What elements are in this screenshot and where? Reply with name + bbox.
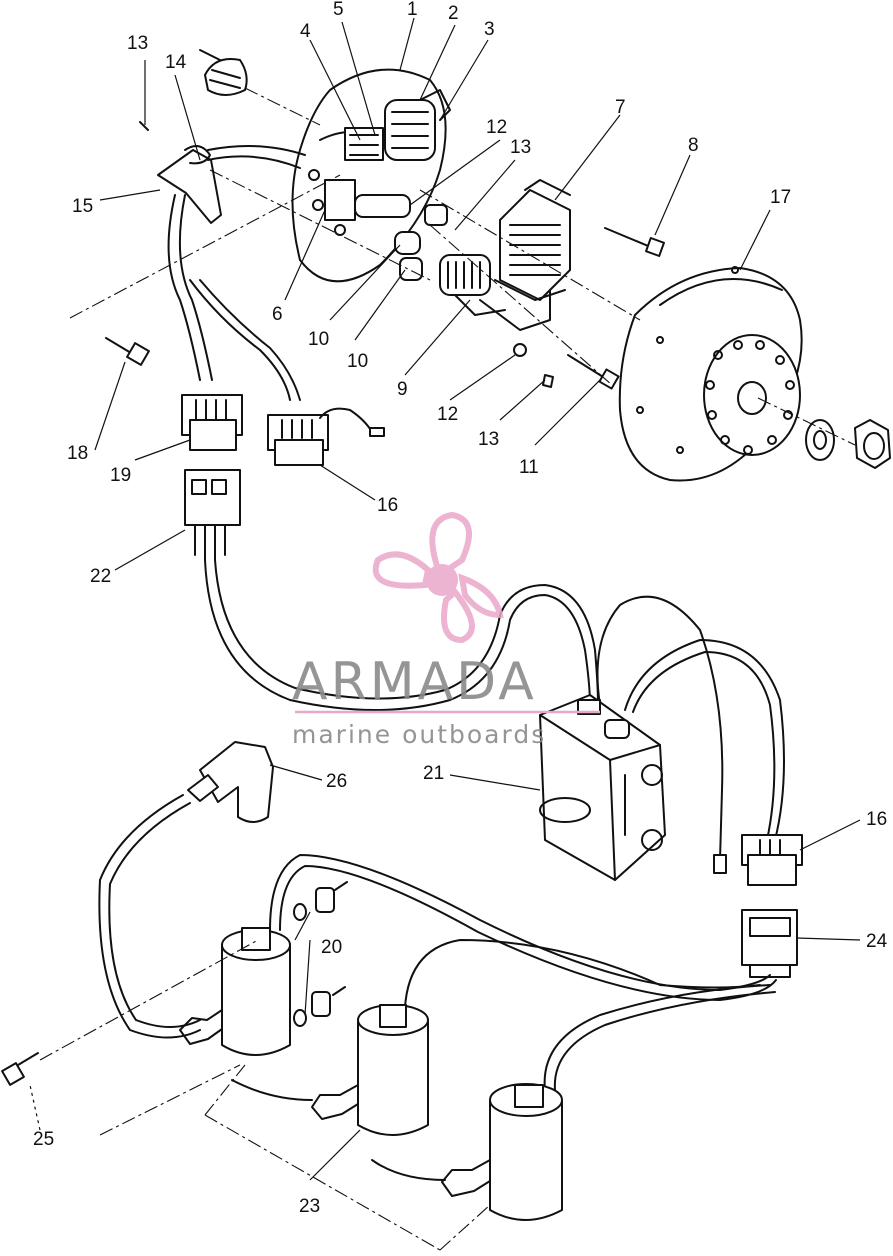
callout-2: 2 — [448, 3, 459, 24]
callout-14: 14 — [165, 52, 187, 73]
spark-plug-cap — [98, 741, 274, 1039]
pickup-block — [344, 127, 384, 161]
alignment-lines — [39, 87, 856, 1251]
wire-clamp — [157, 145, 222, 224]
callout-8: 8 — [688, 135, 699, 156]
callout-9: 9 — [397, 379, 408, 400]
leader-lines — [29, 17, 861, 1181]
callout-7: 7 — [615, 97, 626, 118]
ignition-coil-1 — [179, 927, 291, 1056]
callout-13-c: 13 — [478, 429, 500, 450]
armada-watermark-name: ARMADA — [292, 652, 537, 712]
flywheel — [618, 266, 803, 482]
coil-bracket — [479, 289, 551, 331]
stator-lead-b — [167, 194, 201, 381]
callout-1: 1 — [407, 0, 418, 20]
callout-18: 18 — [67, 443, 89, 464]
callout-6: 6 — [272, 304, 283, 325]
callout-4: 4 — [300, 21, 311, 42]
callout-10-a: 10 — [308, 329, 330, 350]
exciter-coil — [439, 254, 506, 316]
flywheel-washer — [805, 419, 835, 461]
armada-watermark-tagline: marine outboards — [292, 720, 547, 749]
callout-15: 15 — [72, 196, 94, 217]
callout-12-a: 12 — [486, 117, 508, 138]
callout-21: 21 — [423, 763, 445, 784]
connector-16-right — [741, 834, 803, 886]
connector-19 — [181, 394, 243, 451]
cdi-unit — [539, 694, 666, 881]
callout-26: 26 — [326, 771, 348, 792]
wire-grommet — [199, 49, 248, 96]
cdi-lead-a — [596, 595, 724, 861]
callout-25: 25 — [33, 1129, 55, 1150]
callout-20: 20 — [321, 937, 343, 958]
harness-22-cdi — [204, 559, 591, 711]
cdi-lead-b — [624, 639, 785, 841]
callout-11: 11 — [519, 457, 539, 478]
callout-17: 17 — [770, 187, 792, 208]
coil-harness-c — [543, 984, 771, 1091]
callout-13-a: 13 — [510, 137, 532, 158]
callout-10-b: 10 — [347, 351, 369, 372]
connector-16-top — [267, 407, 385, 466]
pickup-assembly — [324, 179, 448, 281]
callout-5: 5 — [333, 0, 344, 20]
charge-coil — [384, 89, 451, 161]
screw-8 — [604, 227, 654, 249]
coil-harness-a — [269, 854, 771, 991]
connector-22 — [184, 469, 241, 561]
coil-harness-b — [403, 939, 761, 1031]
lighting-coil — [494, 179, 571, 301]
callout-12-b: 12 — [437, 404, 459, 425]
ignition-coil-3 — [371, 1083, 563, 1221]
coil-spacers — [293, 881, 348, 1027]
bracket-nut — [513, 343, 527, 357]
callout-22: 22 — [90, 566, 112, 587]
callout-16-b: 16 — [866, 809, 888, 830]
stator-lead-a — [207, 145, 306, 156]
callout-3: 3 — [484, 19, 495, 40]
screw-25 — [17, 1052, 39, 1066]
callout-16-a: 16 — [377, 495, 399, 516]
ignition-coil-2 — [231, 1004, 429, 1136]
callout-13-b: 13 — [127, 33, 149, 54]
high-tension-lead — [98, 794, 201, 1039]
callout-19: 19 — [110, 465, 132, 486]
armada-propeller-icon — [372, 511, 504, 644]
connector-24 — [741, 909, 798, 978]
callout-23: 23 — [299, 1196, 321, 1217]
callout-24: 24 — [866, 931, 888, 952]
screw-13-top — [139, 121, 149, 131]
flywheel-nut — [854, 419, 891, 469]
